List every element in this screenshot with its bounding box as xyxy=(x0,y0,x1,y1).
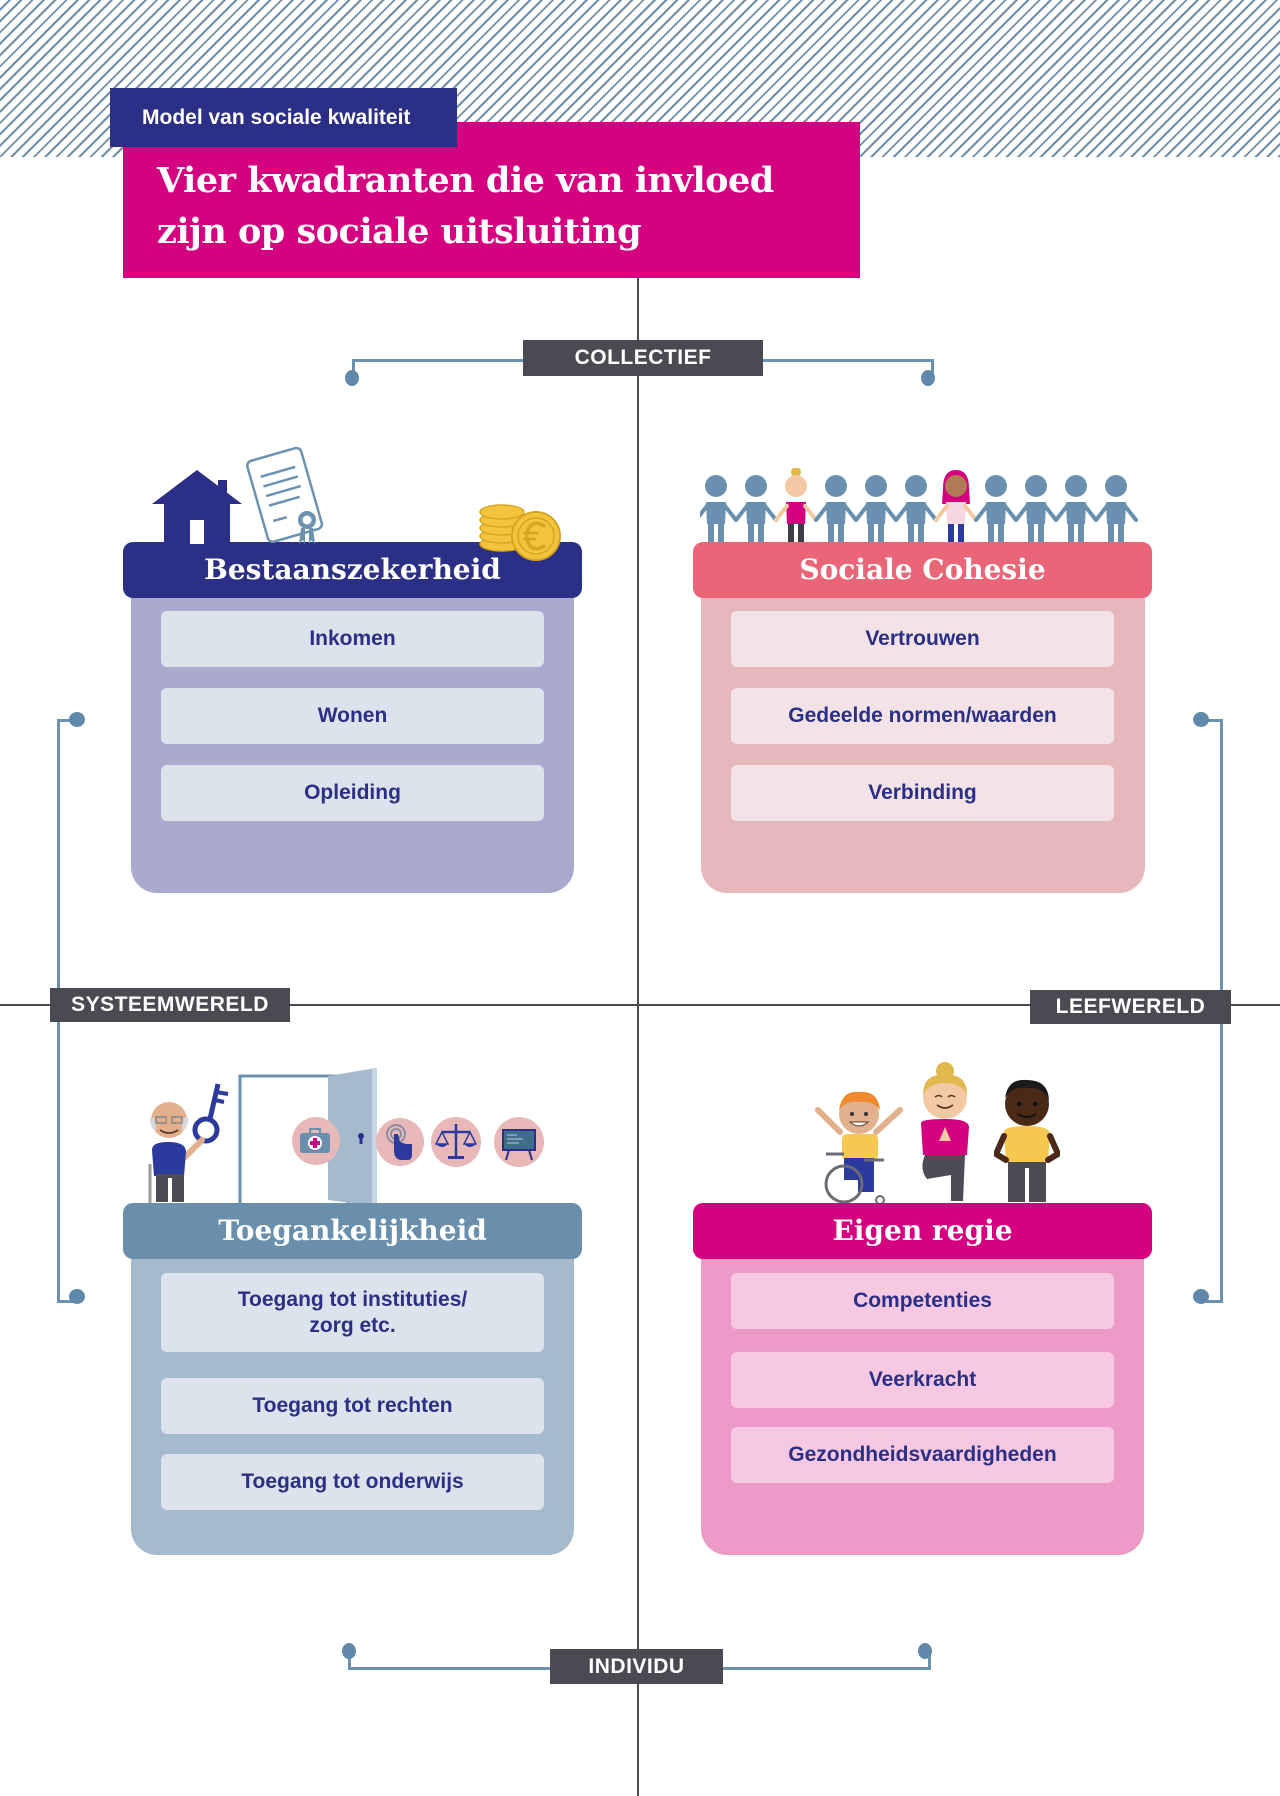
quadrant-item: Gezondheidsvaardigheden xyxy=(731,1427,1114,1483)
quadrant-item: Verbinding xyxy=(731,765,1114,821)
medical-kit-icon xyxy=(292,1117,340,1165)
bracket-dot xyxy=(918,1643,932,1659)
quadrant-title: Eigen regie xyxy=(693,1203,1152,1259)
vertical-axis xyxy=(637,278,639,1796)
bracket-dot xyxy=(1193,1289,1209,1304)
bracket-dot xyxy=(69,712,85,727)
person-figure xyxy=(734,475,778,542)
house-icon xyxy=(152,470,242,544)
quadrant-item: Wonen xyxy=(161,688,544,744)
person-figure xyxy=(854,475,898,542)
axis-label-individu: INDIVIDU xyxy=(550,1649,723,1684)
quadrant-item: Vertrouwen xyxy=(731,611,1114,667)
quadrant-item: Toegang tot onderwijs xyxy=(161,1454,544,1510)
quadrant-title: Sociale Cohesie xyxy=(693,542,1152,598)
quadrant-item: Inkomen xyxy=(161,611,544,667)
child-in-wheelchair-icon xyxy=(815,1091,903,1205)
quadrant-item: Toegang tot instituties/ zorg etc. xyxy=(161,1273,544,1352)
person-figure xyxy=(1054,475,1098,542)
quadrant-item: Toegang tot rechten xyxy=(161,1378,544,1434)
bracket-dot xyxy=(921,370,935,386)
axis-label-systeemwereld: SYSTEEMWERELD xyxy=(50,988,290,1022)
person-figure xyxy=(974,475,1018,542)
person-figure xyxy=(894,475,938,542)
person-figure xyxy=(934,470,978,542)
quadrant-item: Opleiding xyxy=(161,765,544,821)
horizontal-axis xyxy=(0,1004,1280,1006)
person-figure xyxy=(1094,475,1138,542)
model-tag: Model van sociale kwaliteit xyxy=(110,88,457,147)
page-title: Vier kwadranten die van invloed zijn op … xyxy=(157,160,774,252)
touch-icon xyxy=(376,1118,424,1166)
certificate-icon xyxy=(246,446,324,544)
euro-coins-icon xyxy=(479,504,561,561)
quadrant-item: Competenties xyxy=(731,1273,1114,1329)
bracket-dot xyxy=(342,1643,356,1659)
scales-icon xyxy=(431,1117,481,1167)
title-banner xyxy=(123,122,860,278)
elderly-man-with-key-icon xyxy=(148,1083,229,1204)
woman-yoga-icon xyxy=(921,1062,969,1201)
boy-standing-icon xyxy=(994,1079,1060,1202)
quadrant-title: Toegankelijkheid xyxy=(123,1203,582,1259)
person-figure xyxy=(814,475,858,542)
person-figure xyxy=(1014,475,1058,542)
blackboard-icon xyxy=(494,1117,544,1167)
person-figure xyxy=(700,475,738,542)
open-door-icon xyxy=(238,1068,377,1206)
bracket-dot xyxy=(69,1289,85,1304)
axis-label-collectief: COLLECTIEF xyxy=(523,340,763,376)
quadrant-item: Veerkracht xyxy=(731,1352,1114,1408)
person-figure xyxy=(774,468,818,542)
bracket-dot xyxy=(345,370,359,386)
people-holding-hands-icon xyxy=(700,468,1138,542)
bracket-dot xyxy=(1193,712,1209,727)
quadrant-item: Gedeelde normen/waarden xyxy=(731,688,1114,744)
axis-label-leefwereld: LEEFWERELD xyxy=(1030,990,1231,1024)
